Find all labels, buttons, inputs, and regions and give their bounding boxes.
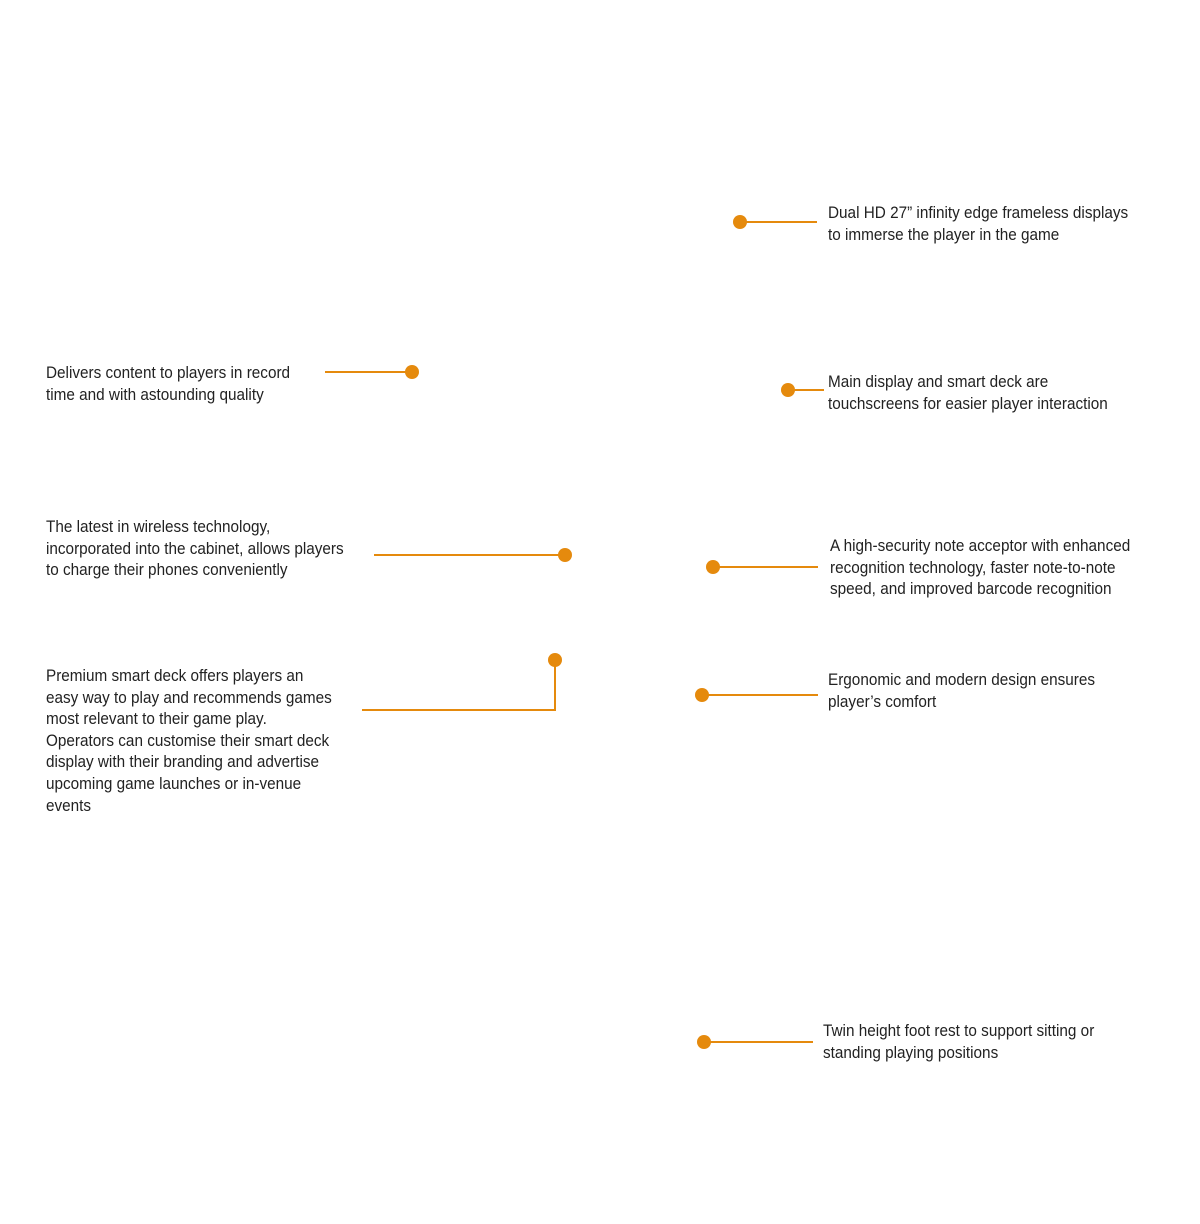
callout-footrest-text: Twin height foot rest to support sitting… — [823, 1021, 1095, 1062]
leader-displays — [733, 215, 817, 229]
leader-line — [362, 660, 556, 711]
leader-ergonomic — [695, 688, 818, 702]
leader-touch — [781, 383, 824, 397]
leader-dot — [733, 215, 747, 229]
leader-dot — [558, 548, 572, 562]
callout-smartdeck-text: Premium smart deck offers players an eas… — [46, 666, 332, 815]
callout-displays-text: Dual HD 27” infinity edge frameless disp… — [828, 203, 1129, 244]
leader-dot — [697, 1035, 711, 1049]
leader-dot — [781, 383, 795, 397]
leader-smartdeck — [362, 653, 562, 711]
leader-dot — [695, 688, 709, 702]
leader-footrest — [697, 1035, 813, 1049]
leader-content — [325, 365, 419, 379]
leader-note — [706, 560, 818, 574]
callout-note-acceptor-text: A high-security note acceptor with enhan… — [830, 536, 1131, 599]
leader-dot — [548, 653, 562, 667]
leader-dot — [405, 365, 419, 379]
callout-touch-text: Main display and smart deck are touchscr… — [828, 372, 1108, 413]
leader-dot — [706, 560, 720, 574]
leader-wireless — [374, 548, 572, 562]
callout-content-text: Delivers content to players in record ti… — [46, 363, 291, 404]
callout-wireless-text: The latest in wireless technology, incor… — [46, 517, 344, 580]
callout-ergonomic-text: Ergonomic and modern design ensures play… — [828, 670, 1096, 711]
